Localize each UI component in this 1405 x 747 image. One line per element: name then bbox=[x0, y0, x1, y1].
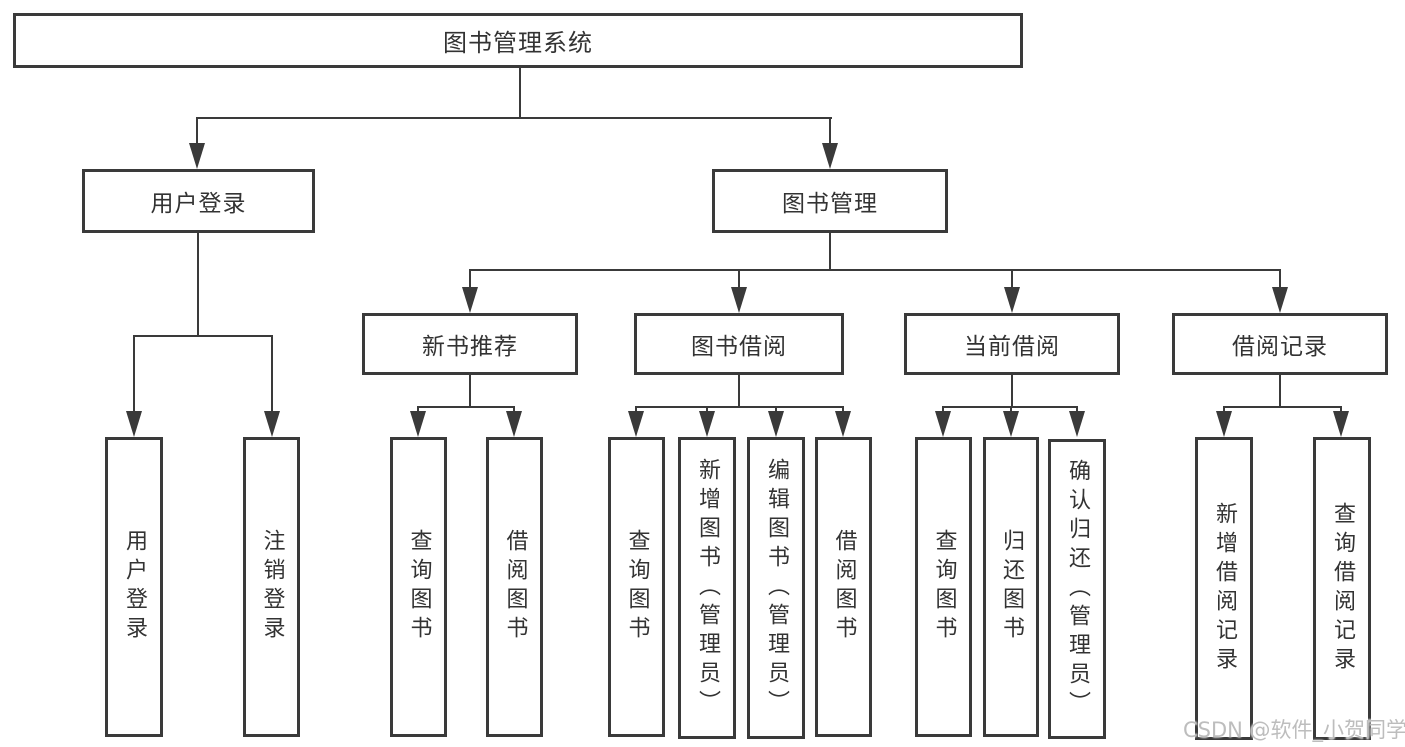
node-root: 图书管理系统 bbox=[13, 13, 1023, 68]
arrowhead-to-current-borrow bbox=[1004, 287, 1020, 313]
arrowhead bbox=[935, 411, 951, 437]
arrowhead bbox=[410, 411, 426, 437]
edge-book-borrow-bar bbox=[635, 406, 844, 408]
edge-book-mgmt-trunk bbox=[829, 231, 831, 271]
node-leaf-add-books-admin: 新增图书（管理员） bbox=[678, 437, 736, 739]
node-user-login: 用户登录 bbox=[82, 169, 315, 233]
arrowhead-to-book-borrow bbox=[731, 287, 747, 313]
node-leaf-edit-books-admin: 编辑图书（管理员） bbox=[747, 437, 805, 739]
edge-to-book-mgmt-stem bbox=[829, 117, 831, 147]
node-leaf-query-books: 查询图书 bbox=[390, 437, 447, 737]
arrowhead-to-borrow-records bbox=[1272, 287, 1288, 313]
edge-user-login-bar bbox=[133, 335, 273, 337]
arrowhead-to-leaf-logout bbox=[264, 411, 280, 437]
node-new-book-rec: 新书推荐 bbox=[362, 313, 578, 375]
node-book-borrow: 图书借阅 bbox=[634, 313, 844, 375]
arrowhead-to-book-mgmt bbox=[822, 143, 838, 169]
arrowhead bbox=[1003, 411, 1019, 437]
node-leaf-add-borrow-record: 新增借阅记录 bbox=[1195, 437, 1253, 740]
node-leaf-logout: 注销登录 bbox=[243, 437, 300, 737]
node-book-mgmt: 图书管理 bbox=[712, 169, 948, 233]
arrowhead-to-user-login bbox=[189, 143, 205, 169]
arrowhead bbox=[768, 411, 784, 437]
edge-to-user-login-stem bbox=[196, 117, 198, 147]
edge-current-borrow-trunk bbox=[1011, 373, 1013, 408]
edge-to-borrow-records-stem bbox=[1279, 269, 1281, 291]
arrowhead bbox=[699, 411, 715, 437]
arrowhead-to-leaf-user-login bbox=[126, 411, 142, 437]
node-leaf-query-books: 查询图书 bbox=[915, 437, 972, 737]
edge-level3-bar bbox=[469, 269, 1281, 271]
edge-borrow-records-trunk bbox=[1279, 373, 1281, 408]
node-leaf-confirm-return-admin: 确认归还（管理员） bbox=[1048, 439, 1106, 739]
arrowhead bbox=[628, 411, 644, 437]
edge-to-leaf-logout-stem bbox=[271, 335, 273, 414]
edge-borrow-records-bar bbox=[1223, 406, 1342, 408]
edge-level2-bar bbox=[196, 117, 832, 119]
edge-to-leaf-user-login-stem bbox=[133, 335, 135, 414]
edge-new-book-rec-bar bbox=[417, 406, 515, 408]
edge-to-book-borrow-stem bbox=[738, 269, 740, 291]
edge-to-new-book-rec-stem bbox=[469, 269, 471, 291]
node-borrow-records: 借阅记录 bbox=[1172, 313, 1388, 375]
arrowhead bbox=[1333, 411, 1349, 437]
node-leaf-query-books: 查询图书 bbox=[608, 437, 665, 737]
edge-to-current-borrow-stem bbox=[1011, 269, 1013, 291]
csdn-watermark: CSDN @软件_小贺同学 bbox=[1183, 718, 1405, 742]
node-current-borrow: 当前借阅 bbox=[904, 313, 1120, 375]
node-leaf-borrow-books: 借阅图书 bbox=[486, 437, 543, 737]
node-leaf-return-books: 归还图书 bbox=[983, 437, 1039, 737]
arrowhead bbox=[835, 411, 851, 437]
arrowhead bbox=[1216, 411, 1232, 437]
edge-root-trunk bbox=[519, 66, 521, 119]
node-leaf-query-borrow-record: 查询借阅记录 bbox=[1313, 437, 1371, 740]
arrowhead bbox=[1069, 411, 1085, 437]
node-leaf-borrow-books: 借阅图书 bbox=[815, 437, 872, 737]
arrowhead bbox=[506, 411, 522, 437]
edge-book-borrow-trunk bbox=[738, 373, 740, 408]
arrowhead-to-new-book-rec bbox=[462, 287, 478, 313]
edge-user-login-trunk bbox=[197, 231, 199, 337]
node-leaf-user-login: 用户登录 bbox=[105, 437, 163, 737]
edge-new-book-rec-trunk bbox=[469, 373, 471, 408]
